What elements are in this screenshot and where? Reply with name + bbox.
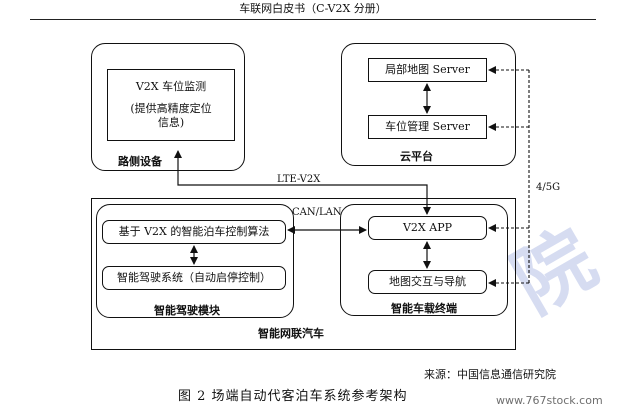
header-divider: [30, 19, 596, 20]
4-5g-label: 4/5G: [536, 182, 561, 193]
watermark-url: www.767stock.com: [496, 394, 603, 407]
vehicle-terminal-label: 智能车载终端: [391, 302, 457, 315]
v2x-app-box: V2X APP: [368, 216, 487, 240]
driving-system-box: 智能驾驶系统（自动启停控制）: [102, 266, 286, 290]
intelligent-connected-vehicle-label: 智能网联汽车: [258, 327, 324, 340]
map-server-box: 局部地图 Server: [368, 58, 487, 82]
parking-server-box: 车位管理 Server: [368, 115, 487, 139]
arrow-lte-v2x: [174, 150, 431, 215]
document-header: 车联网白皮书（C-V2X 分册）: [239, 2, 387, 15]
v2x-parking-monitor-desc-2: 信息): [157, 116, 185, 129]
v2x-parking-monitor-title: V2X 车位监测: [135, 80, 207, 93]
parking-control-algorithm-box: 基于 V2X 的智能泊车控制算法: [102, 220, 286, 244]
v2x-parking-monitor-desc-1: (提供高精度定位: [130, 102, 212, 115]
roadside-device-label: 路侧设备: [118, 155, 162, 168]
map-navigation-box: 地图交互与导航: [368, 270, 487, 294]
figure-caption: 图 2 场端自动代客泊车系统参考架构: [178, 389, 408, 404]
v2x-parking-monitor-box: V2X 车位监测 (提供高精度定位 信息): [107, 69, 235, 141]
figure-source: 来源：中国信息通信研究院: [424, 368, 556, 381]
driving-module-label: 智能驾驶模块: [154, 304, 220, 317]
